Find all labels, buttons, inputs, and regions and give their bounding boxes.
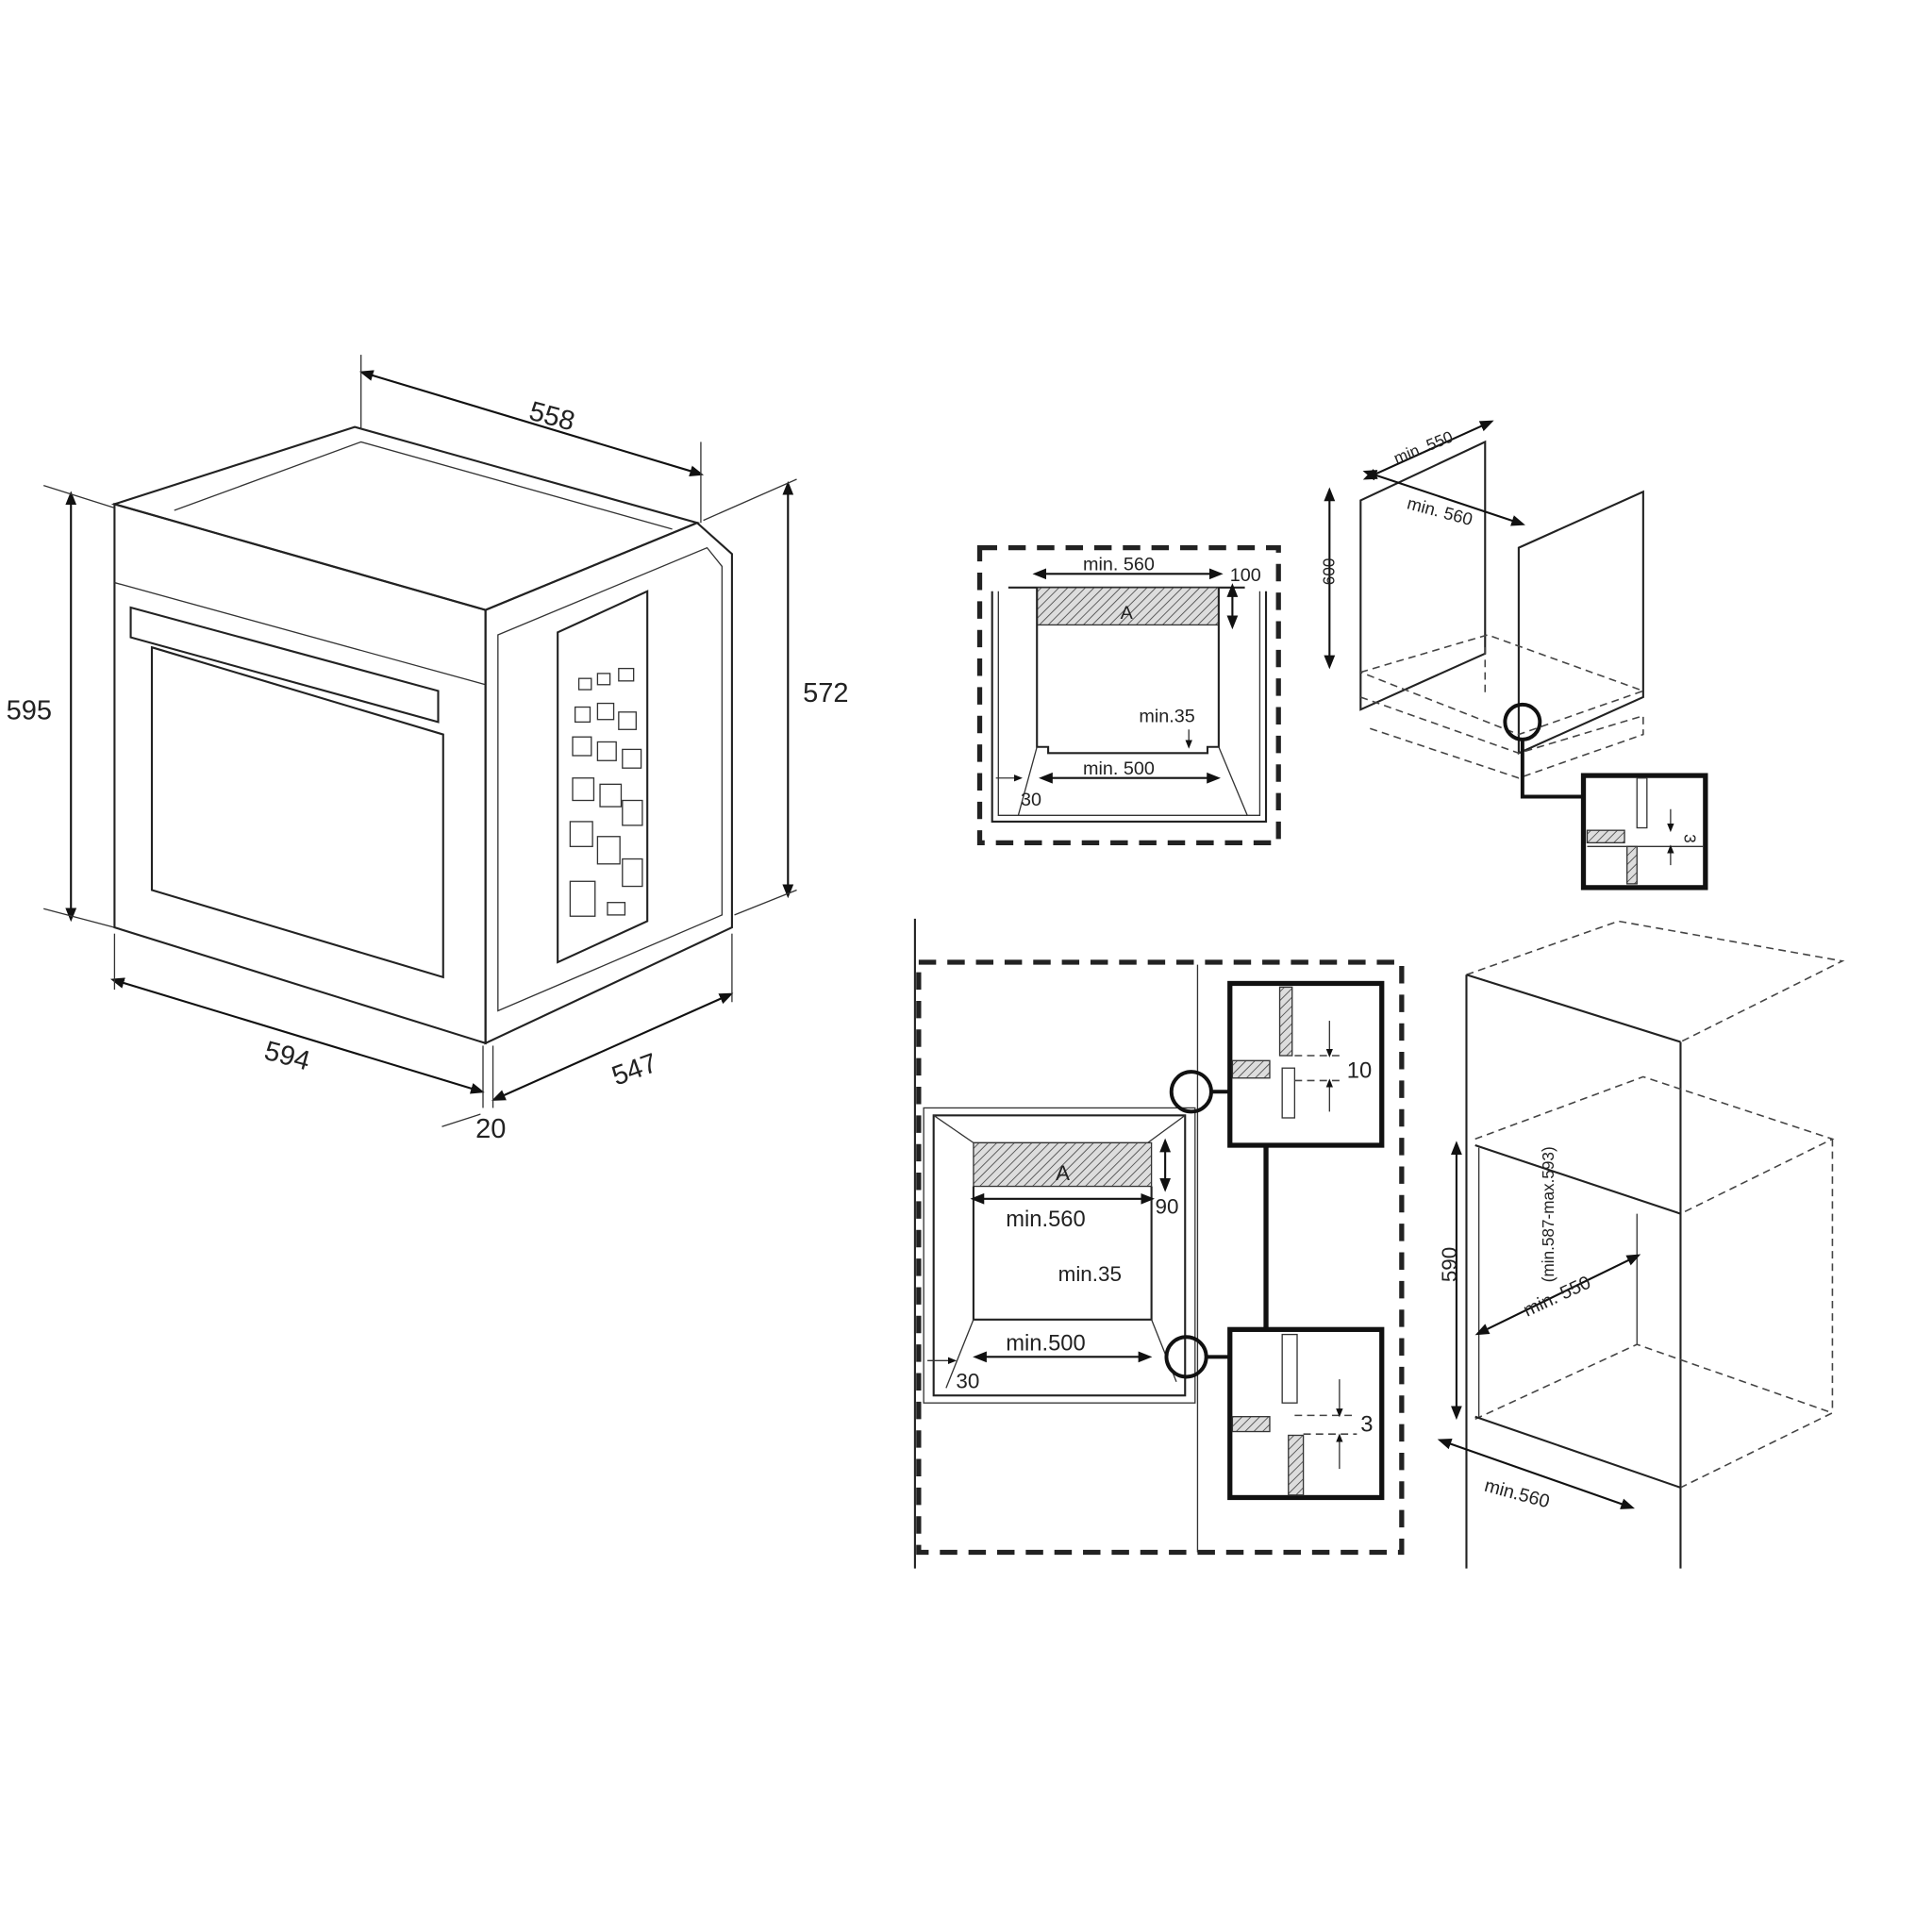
dim-side: 30 xyxy=(1021,790,1041,810)
dim-594-label: 594 xyxy=(261,1036,313,1076)
dim-590-range-label: (min.587-max.593) xyxy=(1539,1146,1557,1282)
dim-558-label: 558 xyxy=(526,396,578,437)
dim-top-width: min. 560 xyxy=(1083,554,1155,575)
dim-547 xyxy=(491,992,734,1101)
undercounter-section: A min. 560 100 min.35 min. 500 30 xyxy=(976,544,1281,845)
detail-gap-label: 3 xyxy=(1680,834,1699,843)
detail-bottom-gap-label: 3 xyxy=(1360,1412,1373,1438)
dim-590-label: 590 xyxy=(1438,1247,1461,1282)
tall-cabinet: 590 (min.587-max.593) min. 550 min.560 xyxy=(1437,920,1845,1569)
oven-top-inner xyxy=(174,441,673,530)
dim-bottom-gap: min.35 xyxy=(1139,706,1194,726)
tall-bottom-gap: min.35 xyxy=(1058,1262,1122,1286)
oven-side xyxy=(484,521,733,1045)
dim-594 xyxy=(109,977,485,1094)
control-panel-line xyxy=(114,581,486,686)
oven-front xyxy=(113,503,487,1045)
dim-572-label: 572 xyxy=(803,678,848,708)
detail-callout-circle xyxy=(1503,702,1542,741)
tall-zone-a xyxy=(973,1141,1153,1188)
tall-bottom-width: min.500 xyxy=(1006,1331,1086,1357)
tall-zone-a-label: A xyxy=(1056,1161,1070,1185)
top-detail-callout xyxy=(1169,1070,1213,1114)
door-handle xyxy=(129,606,440,724)
side-vent-panel xyxy=(557,590,649,964)
dim-top-gap: 100 xyxy=(1230,565,1261,586)
vent-slots xyxy=(569,667,643,917)
tall-side: 30 xyxy=(956,1369,979,1392)
oven-drawing: 558 595 572 594 547 20 xyxy=(7,355,849,1144)
dim-bottom-width: min. 500 xyxy=(1083,758,1155,779)
oven-side-inner xyxy=(497,546,724,1012)
dim-20-label: 20 xyxy=(475,1114,506,1144)
tall-top-gap: 90 xyxy=(1156,1195,1179,1219)
bottom-detail-callout xyxy=(1164,1335,1208,1379)
dim-min560-label: min. 560 xyxy=(1406,492,1475,529)
dim-min550-label: min. 550 xyxy=(1391,427,1455,468)
zone-a-label: A xyxy=(1121,603,1134,624)
detail-top-gap-label: 10 xyxy=(1347,1058,1372,1084)
dim-600-label: 600 xyxy=(1320,558,1339,586)
base-cabinet: 600 min. 550 min. 560 3 xyxy=(1320,420,1708,891)
dim-595-label: 595 xyxy=(7,696,52,726)
dim-547-label: 547 xyxy=(608,1048,661,1092)
bottom-detail-box xyxy=(1227,1326,1385,1501)
dim-558 xyxy=(358,370,705,476)
door-window xyxy=(150,645,444,979)
dim-tall-width-label: min.560 xyxy=(1482,1475,1552,1512)
tall-unit-section: A 90 min.560 min.35 min.500 30 10 3 xyxy=(913,918,1405,1569)
tall-top-width: min.560 xyxy=(1006,1207,1086,1232)
